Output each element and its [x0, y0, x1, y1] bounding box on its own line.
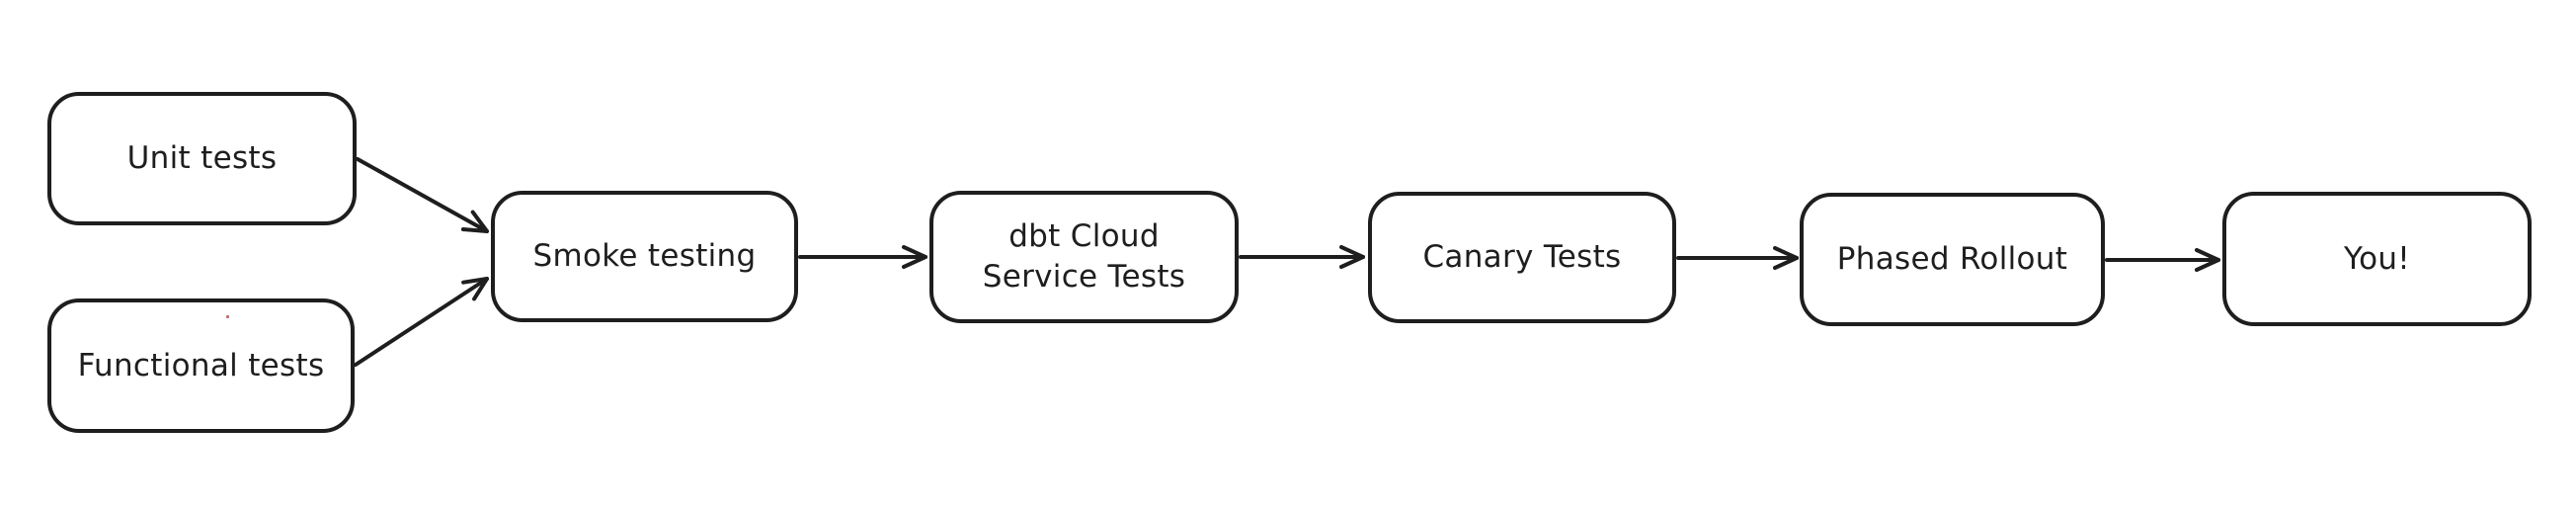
node-dbt-cloud-service-tests[interactable]: dbt Cloud Service Tests	[929, 191, 1239, 323]
node-you[interactable]: You!	[2222, 192, 2532, 326]
node-unit-tests-label: Unit tests	[126, 140, 278, 177]
node-functional-tests[interactable]: Functional tests	[47, 298, 355, 433]
arrow-functional-tests-to-smoke-testing[interactable]	[354, 277, 489, 367]
node-canary-tests[interactable]: Canary Tests	[1368, 192, 1676, 323]
node-you-label: You!	[2343, 240, 2411, 277]
node-canary-tests-label: Canary Tests	[1422, 239, 1622, 276]
node-smoke-testing[interactable]: Smoke testing	[491, 191, 798, 322]
node-phased-rollout-label: Phased Rollout	[1836, 241, 2068, 278]
node-dbt-cloud-service-tests-label: dbt Cloud Service Tests	[982, 218, 1186, 295]
stray-red-mark	[226, 315, 229, 318]
node-phased-rollout[interactable]: Phased Rollout	[1800, 193, 2105, 326]
node-smoke-testing-label: Smoke testing	[532, 238, 757, 275]
node-functional-tests-label: Functional tests	[77, 347, 325, 383]
node-unit-tests[interactable]: Unit tests	[47, 92, 357, 225]
arrow-unit-tests-to-smoke-testing[interactable]	[356, 157, 489, 233]
